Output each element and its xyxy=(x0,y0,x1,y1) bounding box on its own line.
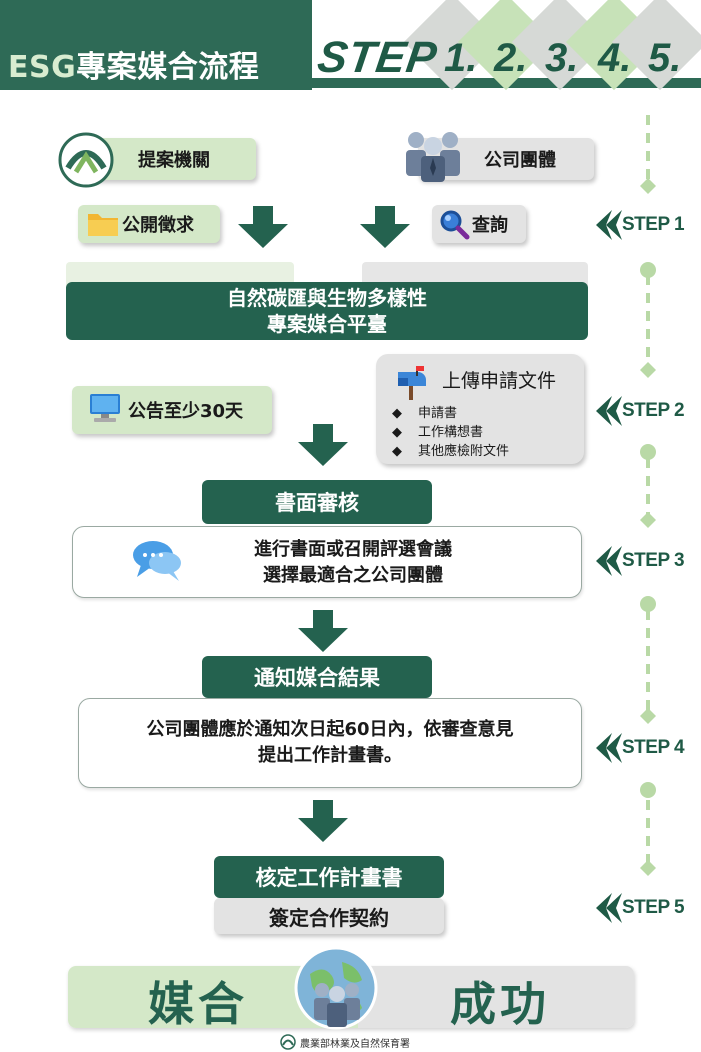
success-right-text: 成功 xyxy=(450,977,550,1028)
notify-line1: 公司團體應於通知次日起60日內，依審查意見 xyxy=(146,719,514,740)
timeline-connector xyxy=(640,115,656,876)
announce-label: 公告至少30天 xyxy=(128,401,244,422)
footer: 農業部林業及自然保育署 xyxy=(280,1034,410,1050)
solicit-pill: 公開徵求 xyxy=(78,205,220,243)
header-step-number: 1. xyxy=(444,36,478,80)
footer-org: 農業部林業及自然保育署 xyxy=(300,1038,410,1050)
notify-line2: 提出工作計畫書。 xyxy=(258,745,402,766)
review-box: 進行書面或召開評選會議 選擇最適合之公司團體 xyxy=(72,526,582,598)
review-line2: 選擇最適合之公司團體 xyxy=(263,565,443,586)
step-marker-4: STEP 4 xyxy=(596,733,685,763)
contract-pill: 簽定合作契約 xyxy=(214,898,444,934)
announce-pill: 公告至少30天 xyxy=(72,386,272,434)
folder-icon xyxy=(88,214,118,236)
down-arrow-icon xyxy=(238,206,288,248)
step-arrow-icon xyxy=(596,396,622,426)
header-step-number: 3. xyxy=(545,36,579,80)
globe-people-icon xyxy=(294,946,378,1030)
title-prefix: ESG xyxy=(8,50,77,85)
header-step-number: 5. xyxy=(648,36,682,80)
step-arrow-icon xyxy=(596,733,622,763)
step-arrow-icon xyxy=(596,210,622,240)
upload-list: ◆申請書 ◆工作構想書 ◆其他應檢附文件 xyxy=(392,404,509,461)
step-arrow-icon xyxy=(596,546,622,576)
monitor-icon xyxy=(90,394,120,422)
upload-title: 上傳申請文件 xyxy=(442,370,557,392)
notify-title: 通知媒合結果 xyxy=(202,656,432,698)
down-arrow-icon xyxy=(298,800,348,842)
step-marker-1: STEP 1 xyxy=(596,210,685,240)
mailbox-icon xyxy=(398,366,426,400)
platform-line2: 專案媒合平臺 xyxy=(267,312,387,336)
success-right-panel xyxy=(358,966,634,1028)
agency-label: 提案機關 xyxy=(138,150,210,171)
company-label: 公司團體 xyxy=(484,150,556,171)
solicit-label: 公開徵求 xyxy=(122,215,194,236)
down-arrow-icon xyxy=(298,610,348,652)
down-arrow-icon xyxy=(298,424,348,466)
agency-logo-icon xyxy=(280,1034,296,1050)
upload-box: 上傳申請文件 ◆申請書 ◆工作構想書 ◆其他應檢附文件 xyxy=(376,354,584,464)
people-group-icon xyxy=(406,132,460,182)
list-item: ◆其他應檢附文件 xyxy=(392,444,510,459)
step-marker-label: STEP 3 xyxy=(622,550,685,571)
header-banner xyxy=(0,0,312,90)
step-marker-label: STEP 1 xyxy=(622,214,685,235)
platform-banner: 自然碳匯與生物多樣性 專案媒合平臺 xyxy=(66,282,588,340)
query-label: 查詢 xyxy=(472,215,508,236)
header-step-word: STEP xyxy=(314,33,441,82)
list-item: ◆申請書 xyxy=(392,406,458,421)
chat-bubbles-icon xyxy=(133,541,181,581)
platform-line1: 自然碳匯與生物多樣性 xyxy=(227,286,427,310)
list-item: ◆工作構想書 xyxy=(392,425,484,440)
page-title: ESG專案媒合流程 xyxy=(8,42,259,86)
agency-logo-icon xyxy=(58,132,114,188)
step-marker-label: STEP 4 xyxy=(622,737,685,758)
approve-title: 核定工作計畫書 xyxy=(214,856,444,898)
down-arrow-icon xyxy=(360,206,410,248)
header-step-number: 4. xyxy=(598,36,632,80)
agency-pill: 提案機關 xyxy=(90,138,256,180)
step-marker-2: STEP 2 xyxy=(596,396,685,426)
header-step-number: 2. xyxy=(494,36,528,80)
step-marker-label: STEP 2 xyxy=(622,400,685,421)
step-marker-5: STEP 5 xyxy=(596,893,685,923)
success-left-text: 媒合 xyxy=(148,977,248,1028)
step-marker-3: STEP 3 xyxy=(596,546,685,576)
notify-box: 公司團體應於通知次日起60日內，依審查意見 提出工作計畫書。 xyxy=(78,698,582,788)
review-title: 書面審核 xyxy=(202,480,432,524)
review-line1: 進行書面或召開評選會議 xyxy=(254,539,452,560)
search-icon xyxy=(440,210,470,240)
title-rest: 專案媒合流程 xyxy=(76,50,260,85)
step-marker-label: STEP 5 xyxy=(622,897,685,918)
step-arrow-icon xyxy=(596,893,622,923)
